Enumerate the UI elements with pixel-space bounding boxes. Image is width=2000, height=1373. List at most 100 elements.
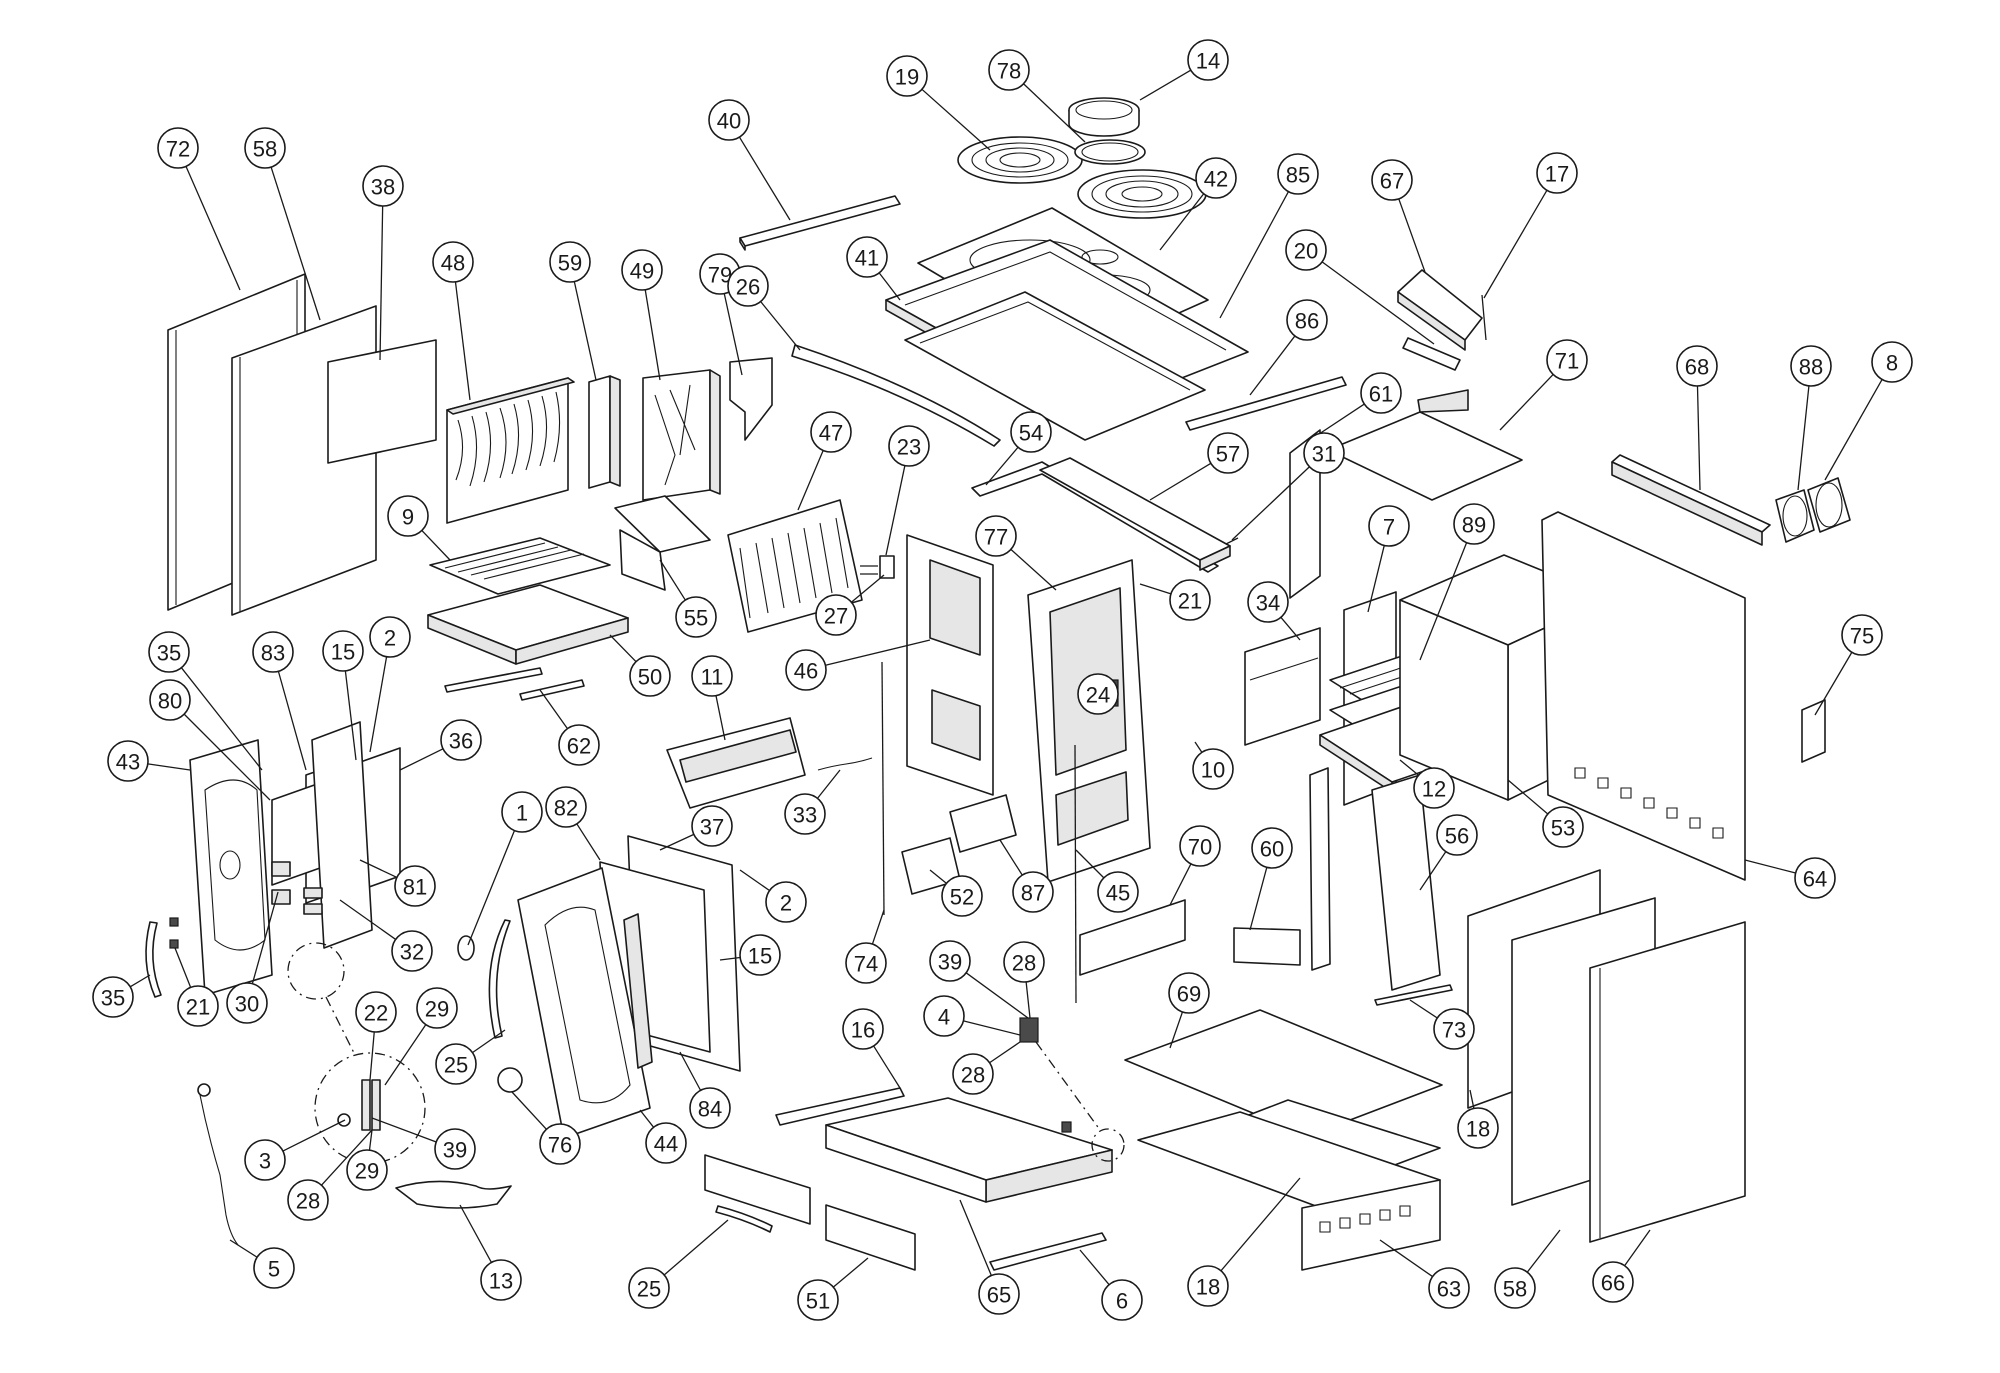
callout-label: 77	[984, 525, 1008, 550]
callout-circle	[727, 265, 769, 307]
leader-line-64	[1744, 859, 1796, 874]
leader-line-35	[129, 974, 151, 988]
callout-circle	[1457, 1107, 1499, 1149]
callout-circle	[629, 655, 671, 697]
part-63-base-box	[1137, 1111, 1441, 1271]
callout-circle	[1168, 972, 1210, 1014]
leader-line-85	[1219, 191, 1290, 319]
part-74-rod	[881, 661, 885, 916]
callout-label: 20	[1294, 239, 1318, 264]
callout-label: 35	[101, 986, 125, 1011]
callout-33: 33	[784, 793, 826, 835]
part-70-kick-plate	[1079, 899, 1186, 976]
part-88-ring	[1775, 489, 1815, 543]
callout-circle	[1428, 1267, 1470, 1309]
leader-line-41	[878, 272, 901, 301]
part-38-plate	[327, 339, 437, 464]
leader-line-62	[539, 689, 568, 730]
leader-lines	[129, 69, 1883, 1288]
callout-circle	[434, 1128, 476, 1170]
callout-circle	[1436, 814, 1478, 856]
callout-circle	[322, 630, 364, 672]
callout-label: 25	[444, 1053, 468, 1078]
callout-9: 9	[387, 495, 429, 537]
callout-70: 70	[1179, 825, 1221, 867]
leader-line-43	[147, 763, 191, 771]
parts	[145, 97, 1851, 1271]
callout-label: 88	[1799, 355, 1823, 380]
callout-circle	[416, 987, 458, 1029]
callout-circle	[1003, 941, 1045, 983]
callout-label: 29	[355, 1159, 379, 1184]
part-44-center-door	[517, 867, 653, 1139]
callout-label: 32	[400, 940, 424, 965]
callout-26: 26	[727, 265, 769, 307]
callout-label: 7	[1383, 515, 1395, 540]
leader-line-42	[1159, 193, 1205, 251]
callout-73: 73	[1433, 1008, 1475, 1050]
callout-circle	[1542, 806, 1584, 848]
callout-67: 67	[1371, 159, 1413, 201]
callout-circle	[1433, 1008, 1475, 1050]
part-32-clips	[303, 887, 323, 915]
callout-71: 71	[1546, 339, 1588, 381]
leader-line-67	[1398, 198, 1426, 273]
callout-circle	[784, 793, 826, 835]
callout-2: 2	[369, 616, 411, 658]
callout-35: 35	[148, 631, 190, 673]
part-54-rail	[971, 461, 1219, 573]
callout-label: 27	[824, 604, 848, 629]
callout-label: 34	[1256, 591, 1280, 616]
leader-line-53	[1507, 779, 1549, 815]
callout-label: 33	[793, 803, 817, 828]
callout-46: 46	[785, 649, 827, 691]
callout-83: 83	[252, 631, 294, 673]
callout-label: 39	[938, 950, 962, 975]
callout-23: 23	[888, 425, 930, 467]
leader-line-74	[871, 909, 885, 945]
part-17-rod	[1481, 294, 1487, 341]
callout-label: 86	[1295, 309, 1319, 334]
leader-line-39	[371, 1117, 437, 1143]
callout-circle	[1494, 1267, 1536, 1309]
part-8-ring	[1807, 477, 1851, 533]
callout-44: 44	[645, 1122, 687, 1164]
callout-43: 43	[107, 740, 149, 782]
hinge-detail	[287, 942, 426, 1164]
callout-29: 29	[346, 1149, 388, 1191]
leader-line-86	[1249, 335, 1296, 396]
leader-line-28	[989, 1041, 1021, 1064]
callout-circle	[886, 55, 928, 97]
callout-15: 15	[739, 934, 781, 976]
leader-line-23	[885, 465, 906, 556]
part-55-hopper	[614, 495, 711, 591]
leader-line-19	[921, 88, 991, 151]
callout-label: 62	[567, 734, 591, 759]
leader-line-54	[985, 446, 1019, 486]
callout-label: 24	[1086, 683, 1110, 708]
callout-label: 6	[1116, 1289, 1128, 1314]
callout-circle	[1012, 871, 1054, 913]
part-73-strip	[1374, 984, 1453, 1006]
callout-60: 60	[1251, 827, 1293, 869]
leader-line-28	[1025, 981, 1031, 1019]
leader-line-49	[644, 289, 661, 381]
callout-label: 28	[961, 1063, 985, 1088]
callout-circle	[1368, 505, 1410, 547]
callout-label: 87	[1021, 881, 1045, 906]
callout-label: 44	[654, 1132, 678, 1157]
part-69-base-plate	[1124, 1009, 1443, 1137]
callout-39: 39	[929, 940, 971, 982]
callout-label: 12	[1422, 777, 1446, 802]
callout-label: 84	[698, 1097, 722, 1122]
callout-label: 42	[1204, 167, 1228, 192]
leader-line-21	[174, 947, 192, 988]
callout-circle	[1277, 153, 1319, 195]
callout-18: 18	[1187, 1265, 1229, 1307]
leader-line-9	[421, 530, 451, 561]
callout-86: 86	[1286, 299, 1328, 341]
callout-circle	[815, 594, 857, 636]
leader-line-33	[816, 769, 841, 799]
part-68-back-rail	[1611, 454, 1771, 546]
callout-19: 19	[886, 55, 928, 97]
